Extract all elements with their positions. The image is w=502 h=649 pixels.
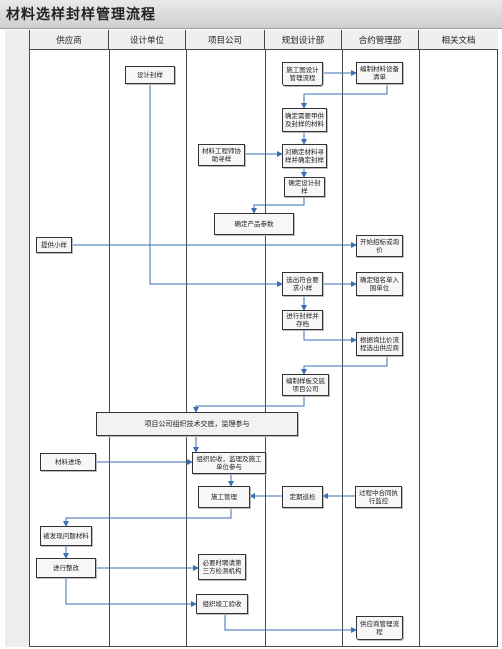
node-provide-sample: 提供小样 bbox=[36, 237, 72, 253]
node-select-supplier: 根据询比价流程选出供应商 bbox=[356, 332, 403, 356]
page-title: 材料选样封样管理流程 bbox=[6, 7, 156, 23]
node-tech-briefing: 项目公司组织技术交底，监理参与 bbox=[96, 412, 298, 436]
lane-header-supplier: 供应商 bbox=[30, 30, 109, 50]
node-sample-handover: 编制样板交底项目公司 bbox=[282, 374, 329, 396]
node-seal-archive: 进行封样并存档 bbox=[282, 310, 323, 330]
node-construction-management: 施工管理 bbox=[198, 486, 250, 508]
node-product-params: 确定产品参数 bbox=[214, 213, 294, 235]
node-regular-inspection: 定期巡检 bbox=[282, 486, 323, 508]
node-third-party-inspection: 必要时聘请第三方检测机构 bbox=[198, 554, 246, 580]
lane-header-planning-dept: 规划设计部 bbox=[265, 30, 342, 50]
node-problem-material: 被发现问题材料 bbox=[40, 526, 92, 546]
node-tender: 开始招标或询价 bbox=[356, 235, 403, 257]
node-completion-acceptance: 组织竣工验收 bbox=[196, 594, 248, 614]
node-acceptance: 组织验收，监理及施工单位参与 bbox=[192, 452, 266, 474]
node-select-sample: 选出符合要求小样 bbox=[282, 272, 323, 296]
frame-left-strip bbox=[5, 30, 30, 647]
lane-divider bbox=[342, 50, 343, 647]
node-confirm-design-sample: 确定设计封样 bbox=[284, 177, 325, 197]
node-material-arrival: 材料进场 bbox=[40, 453, 96, 471]
lane-divider bbox=[265, 50, 266, 647]
node-material-list: 编制材料设备清单 bbox=[356, 62, 403, 84]
node-find-sample: 对确定材料寻样并确定封样 bbox=[282, 144, 327, 168]
node-engineer-assist: 材料工程师协助寻样 bbox=[198, 144, 245, 166]
lane-divider bbox=[186, 50, 187, 647]
node-supplier-management-process: 供应商管理流程 bbox=[356, 616, 403, 640]
node-confirm-supply-materials: 确定需要甲供及封样的材料 bbox=[282, 108, 327, 132]
node-design-sample: 设计封样 bbox=[125, 66, 175, 84]
lane-divider bbox=[419, 50, 420, 647]
lane-header-project-company: 项目公司 bbox=[186, 30, 265, 50]
node-rectification: 进行整改 bbox=[36, 558, 96, 578]
lane-header-documents: 相关文档 bbox=[419, 30, 498, 50]
title-bar: 材料选样封样管理流程 bbox=[0, 0, 502, 29]
node-construction-design-process: 施工图设计管理流程 bbox=[282, 62, 323, 86]
lane-header-contract-dept: 合约管理部 bbox=[342, 30, 419, 50]
node-shortlist: 确定短名单入围单位 bbox=[356, 272, 403, 296]
node-contract-monitoring: 过程中合同执行监控 bbox=[355, 486, 402, 508]
lane-divider bbox=[109, 50, 110, 647]
lane-header-design-unit: 设计单位 bbox=[109, 30, 186, 50]
